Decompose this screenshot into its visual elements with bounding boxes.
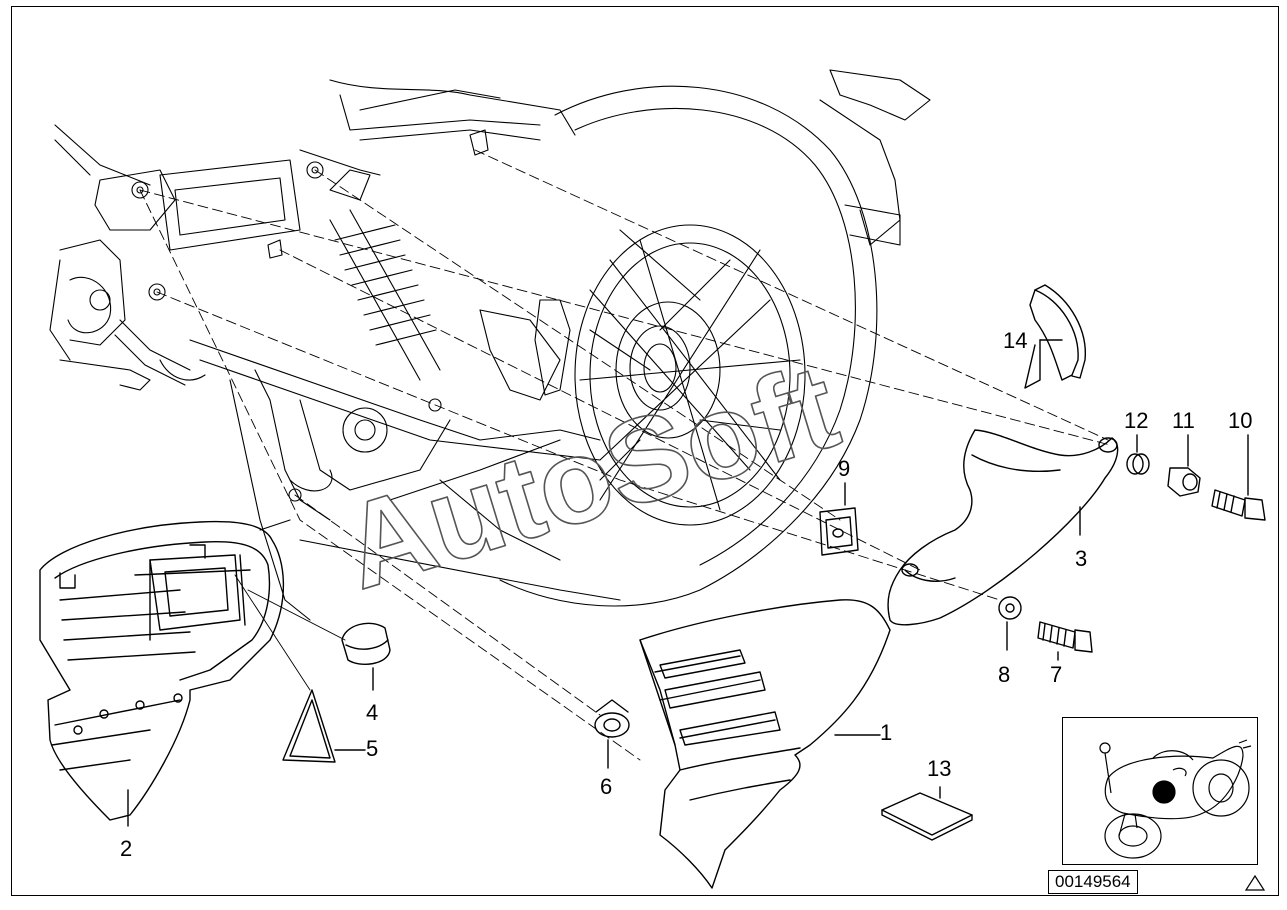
part-9-clip bbox=[819, 482, 859, 556]
callout-4: 4 bbox=[366, 700, 379, 725]
triangle-icon bbox=[1244, 874, 1266, 891]
diagram-id-label: 00149564 bbox=[1048, 870, 1138, 894]
part-7-bolt bbox=[1037, 621, 1093, 661]
motorcycle-frame-outline bbox=[49, 69, 931, 621]
callout-13: 13 bbox=[927, 756, 952, 781]
part-8-washer bbox=[998, 596, 1022, 651]
part-10-bolt bbox=[1211, 434, 1266, 521]
callout-12: 12 bbox=[1124, 408, 1149, 433]
callout-11: 11 bbox=[1172, 408, 1195, 433]
diagram-frame bbox=[11, 6, 1279, 896]
motorcycle-locator-icon bbox=[1062, 717, 1258, 865]
part-1-lower-cover bbox=[639, 599, 891, 889]
callout-14: 14 bbox=[1003, 328, 1028, 353]
callout-10: 10 bbox=[1228, 408, 1253, 433]
assembly-leader-lines bbox=[139, 149, 1111, 761]
part-6-grommet bbox=[594, 699, 630, 769]
callout-7: 7 bbox=[1050, 662, 1063, 687]
part-4-rubber-cap bbox=[341, 622, 391, 691]
part-3-bracket bbox=[887, 429, 1119, 626]
part-14-hose bbox=[1024, 284, 1086, 389]
callout-6: 6 bbox=[600, 774, 613, 799]
part-5-triangle-seal bbox=[234, 574, 366, 763]
callout-5: 5 bbox=[366, 736, 379, 761]
callout-1: 1 bbox=[880, 720, 893, 745]
part-13-pad bbox=[881, 786, 973, 841]
part-12-bushing bbox=[1126, 434, 1150, 475]
callout-8: 8 bbox=[998, 662, 1011, 687]
part-2-left-cover bbox=[39, 520, 285, 821]
callout-2: 2 bbox=[120, 836, 133, 861]
callout-3: 3 bbox=[1075, 546, 1088, 571]
callout-9: 9 bbox=[838, 456, 851, 481]
part-11-spacer bbox=[1167, 434, 1201, 497]
